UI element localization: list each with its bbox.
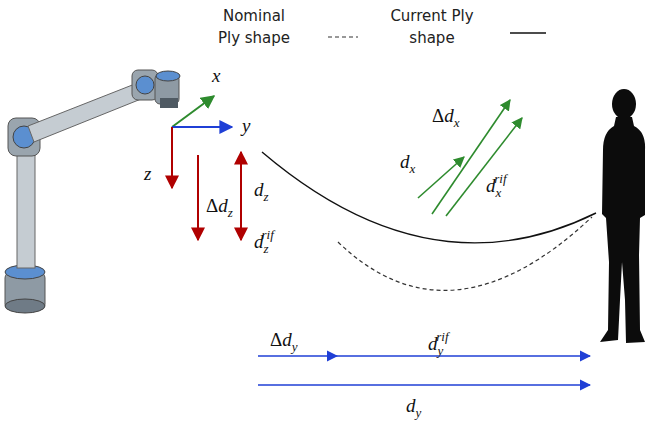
math-label: dxrif <box>486 172 507 199</box>
y-axis <box>172 126 232 128</box>
math-label: Δdx <box>432 106 460 129</box>
math-label: dy <box>406 396 421 419</box>
math-label: dyrif <box>428 330 449 357</box>
nominal-ply <box>338 217 592 290</box>
x-axis <box>172 96 214 127</box>
legend-text: Nominal Ply shape <box>212 5 296 49</box>
axis-label: y <box>242 116 250 135</box>
delta-dx-arrow <box>432 100 510 214</box>
current-ply <box>262 152 596 243</box>
dyrif-arrow <box>337 355 590 357</box>
delta-dy-arrow <box>258 355 337 357</box>
math-label: dz <box>254 180 269 203</box>
robot-arm <box>5 70 180 313</box>
math-label: Δdy <box>270 330 298 353</box>
z-axis <box>171 127 173 188</box>
math-label: dx <box>400 152 415 175</box>
solid-sample <box>510 32 546 33</box>
math-label: dzrif <box>254 228 274 255</box>
axis-label: x <box>212 66 220 85</box>
dxrif-arrow <box>446 118 522 216</box>
dz-arrow <box>240 152 242 240</box>
math-label: Δdz <box>206 196 233 219</box>
axis-label: z <box>144 164 151 183</box>
dy-arrow <box>258 384 590 386</box>
delta-dz-arrow <box>197 155 199 240</box>
legend-text: Current Ply shape <box>384 5 480 49</box>
dashed-sample <box>328 36 358 37</box>
human-silhouette <box>600 89 645 343</box>
